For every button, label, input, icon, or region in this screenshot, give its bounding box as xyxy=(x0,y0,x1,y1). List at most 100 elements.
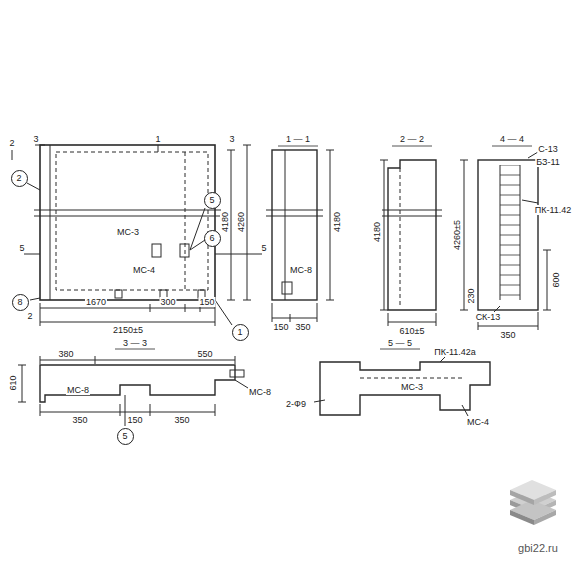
drawing-stroke xyxy=(492,146,532,147)
drawing-stroke xyxy=(543,250,551,251)
part-mark-label: МС-4 xyxy=(466,417,490,427)
drawing-stroke xyxy=(95,356,96,364)
drawing-stroke xyxy=(522,200,538,203)
drawing-stroke xyxy=(382,216,442,217)
drawing-stroke xyxy=(388,160,436,310)
drawing-stroke xyxy=(40,322,215,323)
callout-circle: 2 xyxy=(11,170,28,187)
drawing-stroke xyxy=(40,145,215,300)
drawing-stroke xyxy=(380,349,420,350)
drawing-stroke xyxy=(360,378,465,379)
callout-number: 5 xyxy=(209,195,214,205)
drawing-stroke xyxy=(314,400,325,402)
drawing-stroke xyxy=(317,303,318,322)
callout-circle: 1 xyxy=(232,324,249,341)
dimension-label: 4180 xyxy=(220,211,230,233)
drawing-stroke xyxy=(436,313,437,326)
dimension-label: 610 xyxy=(8,374,18,391)
drawing-stroke xyxy=(158,145,159,152)
drawing-stroke xyxy=(272,303,273,322)
part-mark-label: МС-3 xyxy=(400,382,424,392)
drawing-stroke xyxy=(464,160,465,310)
drawing-stroke xyxy=(18,365,26,366)
dimension-label: 230 xyxy=(466,287,476,304)
dimension-label: 300 xyxy=(159,297,176,307)
dimension-label: 600 xyxy=(551,271,561,288)
watermark-label: gbi22.ru xyxy=(517,543,559,553)
drawing-stroke xyxy=(330,150,331,300)
part-mark-label: МС-8 xyxy=(289,265,313,275)
drawing-stroke xyxy=(266,210,323,211)
dimension-label: 4260±5 xyxy=(452,219,462,251)
drawing-stroke xyxy=(40,308,215,309)
drawing-stroke xyxy=(115,349,155,350)
drawing-stroke xyxy=(235,380,248,388)
dimension-label: 350 xyxy=(173,415,190,425)
drawing-stroke xyxy=(510,490,534,505)
drawing-stroke xyxy=(235,356,236,364)
drawing-stroke xyxy=(56,152,208,290)
drawing-stroke xyxy=(285,150,286,300)
part-mark-label: СК-13 xyxy=(475,312,502,322)
callout-number: 2 xyxy=(16,173,21,183)
drawing-stroke xyxy=(227,300,235,301)
section-mark-label: 2 xyxy=(8,138,15,148)
drawing-stroke xyxy=(247,145,248,300)
section-mark-label: 5 xyxy=(260,243,267,253)
drawing-stroke xyxy=(34,216,221,217)
section-mark-label: 1 xyxy=(154,134,161,144)
section-mark-label: 2 xyxy=(26,311,33,321)
drawing-stroke xyxy=(478,326,538,327)
callout-number: 1 xyxy=(237,327,242,337)
drawing-stroke xyxy=(534,510,556,525)
drawing-stroke xyxy=(230,370,244,377)
drawing-stroke xyxy=(12,150,13,160)
section-title-label: 3 — 3 xyxy=(122,338,148,348)
callout-number: 5 xyxy=(122,431,127,441)
drawing-stroke xyxy=(388,322,436,323)
dimension-label: 350 xyxy=(294,322,311,332)
callout-number: 8 xyxy=(17,297,22,307)
drawing-stroke xyxy=(40,404,41,416)
drawing-stroke xyxy=(40,356,41,364)
drawing-stroke xyxy=(440,357,445,362)
drawing-stroke xyxy=(460,310,468,311)
drawing-stroke xyxy=(243,300,251,301)
drawing-stroke xyxy=(392,146,432,147)
drawing-stroke xyxy=(40,412,215,413)
drawing-stroke xyxy=(272,150,317,300)
drawing-stroke xyxy=(388,313,389,326)
drawing-stroke xyxy=(120,404,121,416)
dimension-label: 350 xyxy=(71,415,88,425)
drawing-stroke xyxy=(50,145,51,300)
section-mark-label: 3 xyxy=(32,134,39,144)
section-title-label: 4 — 4 xyxy=(499,134,525,144)
dimension-label: 150 xyxy=(272,322,289,332)
drawing-stroke xyxy=(510,510,534,525)
part-mark-label: МС-8 xyxy=(248,387,272,397)
dimension-label: 4260 xyxy=(236,211,246,233)
drawing-stroke xyxy=(534,490,556,505)
drawing-stroke xyxy=(125,395,126,426)
drawing-stroke xyxy=(462,405,468,416)
part-mark-label: МС-3 xyxy=(116,227,140,237)
part-mark-label: МС-4 xyxy=(132,265,156,275)
dimension-label: 150 xyxy=(198,297,215,307)
drawing-stroke xyxy=(460,160,468,161)
part-mark-label: БЗ-11 xyxy=(535,157,561,167)
drawing-stroke xyxy=(384,160,385,310)
callout-circle: 8 xyxy=(12,294,29,311)
callout-circle: 6 xyxy=(204,230,221,247)
drawing-stroke xyxy=(272,318,317,319)
dimension-label: 150 xyxy=(126,415,143,425)
drawing-stroke xyxy=(290,314,291,322)
drawing-stroke xyxy=(22,365,23,402)
dimension-label: 380 xyxy=(57,349,74,359)
dimension-label: 550 xyxy=(196,349,213,359)
drawing-stroke xyxy=(185,152,186,290)
drawing-stroke xyxy=(190,208,205,250)
drawing-stroke xyxy=(30,298,40,300)
section-mark-label: 3 xyxy=(228,134,235,144)
